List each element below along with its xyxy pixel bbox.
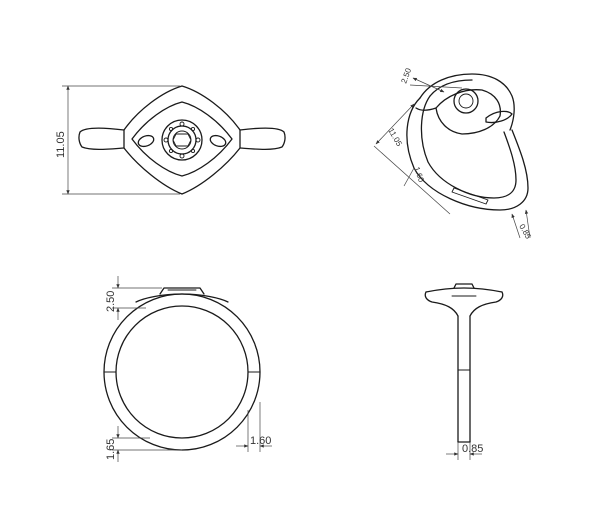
profile-low-label: 1.65 bbox=[105, 439, 117, 460]
front-height-dimension: 11.05 bbox=[55, 85, 180, 195]
front-height-label: 11.05 bbox=[55, 131, 67, 158]
ring-profile-dimensions: 2.50 1.65 1.60 bbox=[105, 276, 272, 462]
isometric-view bbox=[406, 73, 529, 211]
iso-top-label: 2.50 bbox=[399, 66, 413, 84]
profile-right-label: 1.60 bbox=[250, 435, 271, 447]
front-view bbox=[78, 85, 286, 195]
iso-height-label: 11.05 bbox=[386, 127, 404, 149]
ring-profile-view bbox=[103, 287, 261, 451]
iso-side-label: 0.85 bbox=[517, 223, 533, 241]
iso-dimensions: 2.50 11.05 1.60 0.85 bbox=[373, 66, 533, 241]
side-view bbox=[424, 283, 504, 443]
side-bottom-label: 0.85 bbox=[462, 443, 483, 455]
profile-top-label: 2.50 bbox=[105, 291, 117, 312]
side-dimension: 0.85 bbox=[446, 442, 483, 460]
